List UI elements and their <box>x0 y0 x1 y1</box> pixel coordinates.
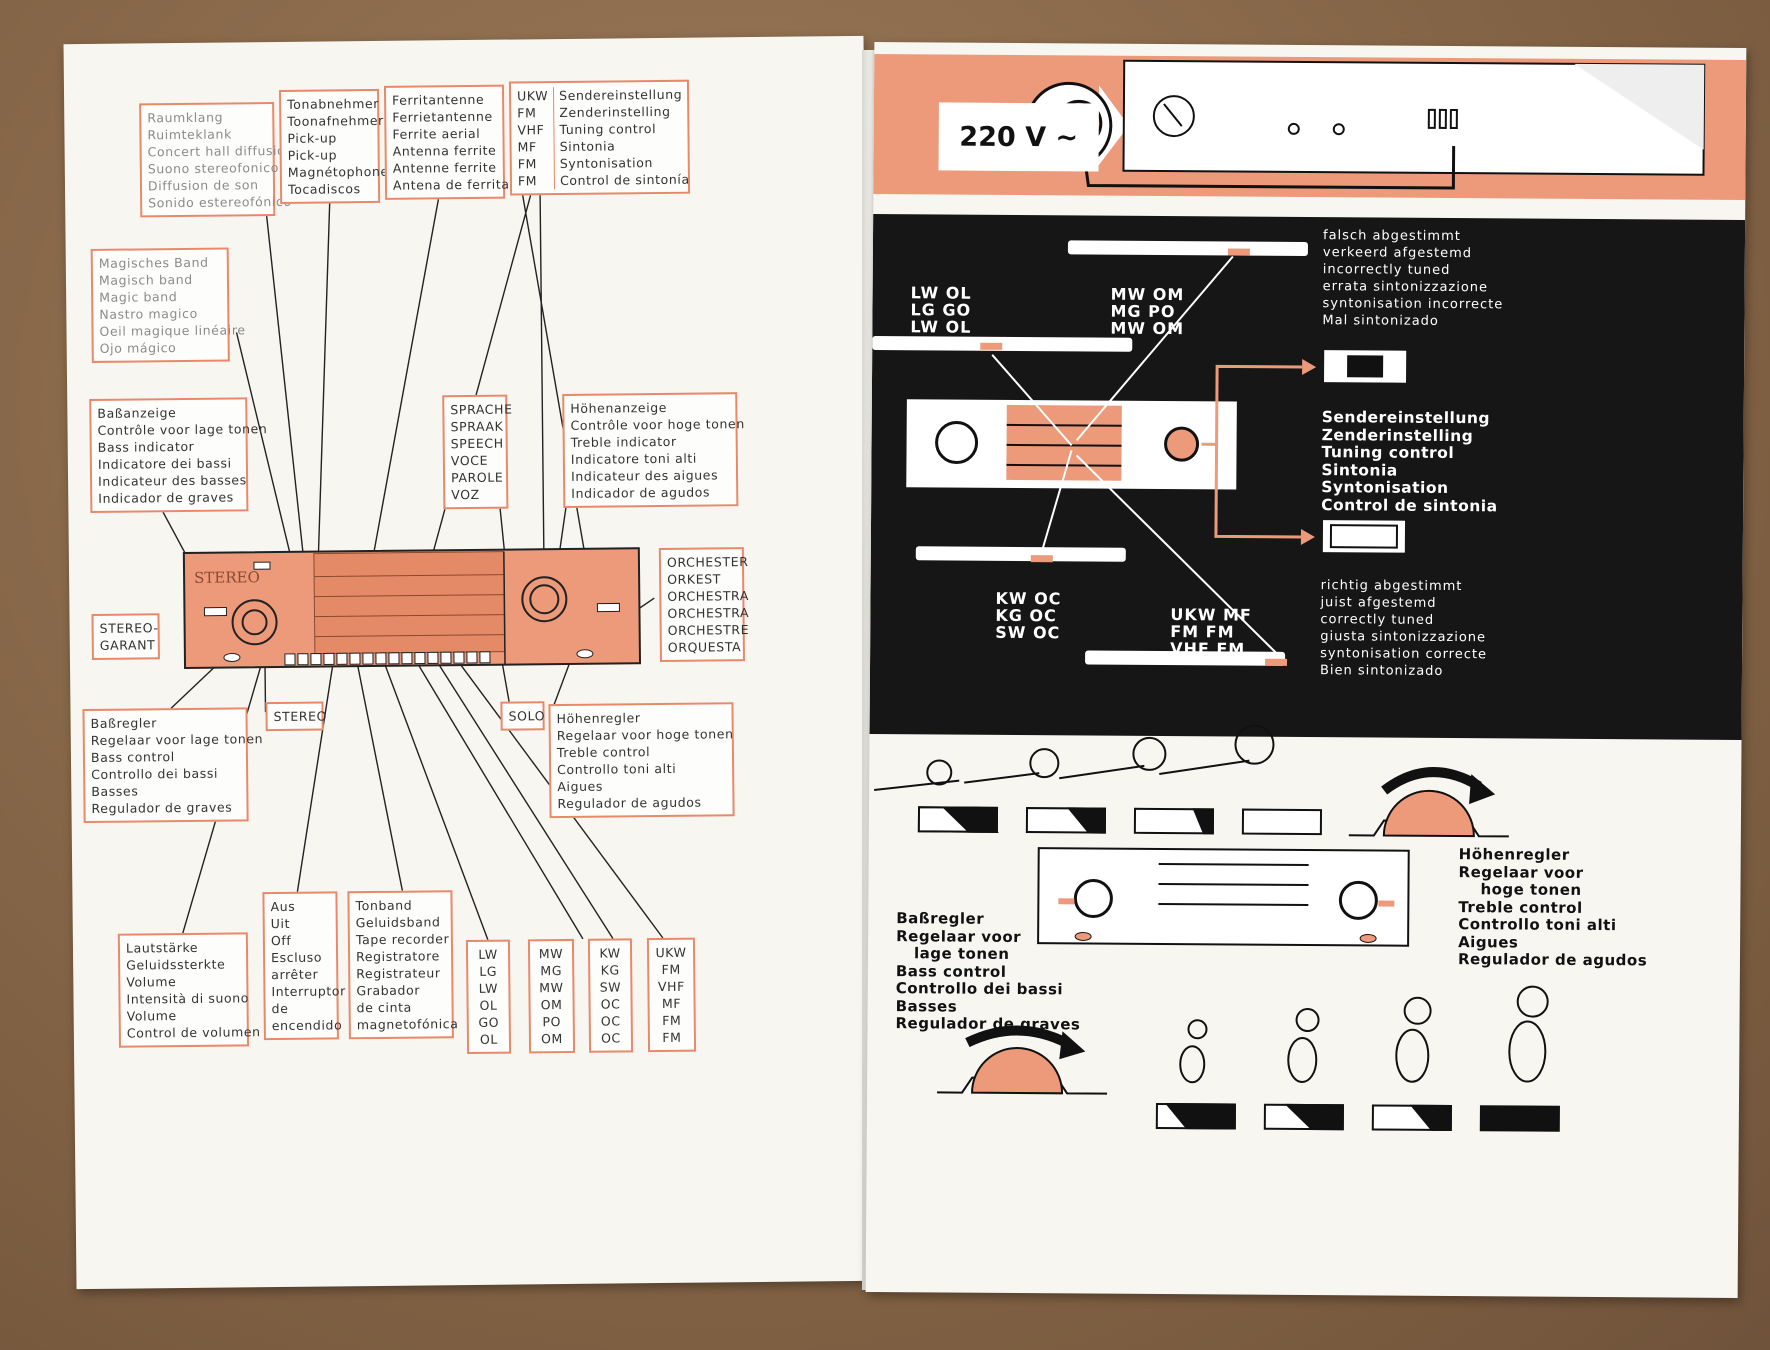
tuning-illustration <box>872 240 1407 666</box>
label-stereo-garant: STEREO-GARANT <box>91 613 160 660</box>
label-solo: SOLO <box>500 701 545 731</box>
label-stereo: STEREO <box>265 701 327 732</box>
stereo-logo: STEREO <box>194 568 260 587</box>
left-diagram-lines: STEREO <box>157 179 664 941</box>
power-band: 220 V ~ <box>873 53 1747 201</box>
voltage-label: 220 V ~ <box>938 102 1099 172</box>
right-page: 220 V ~ <box>865 41 1747 1299</box>
